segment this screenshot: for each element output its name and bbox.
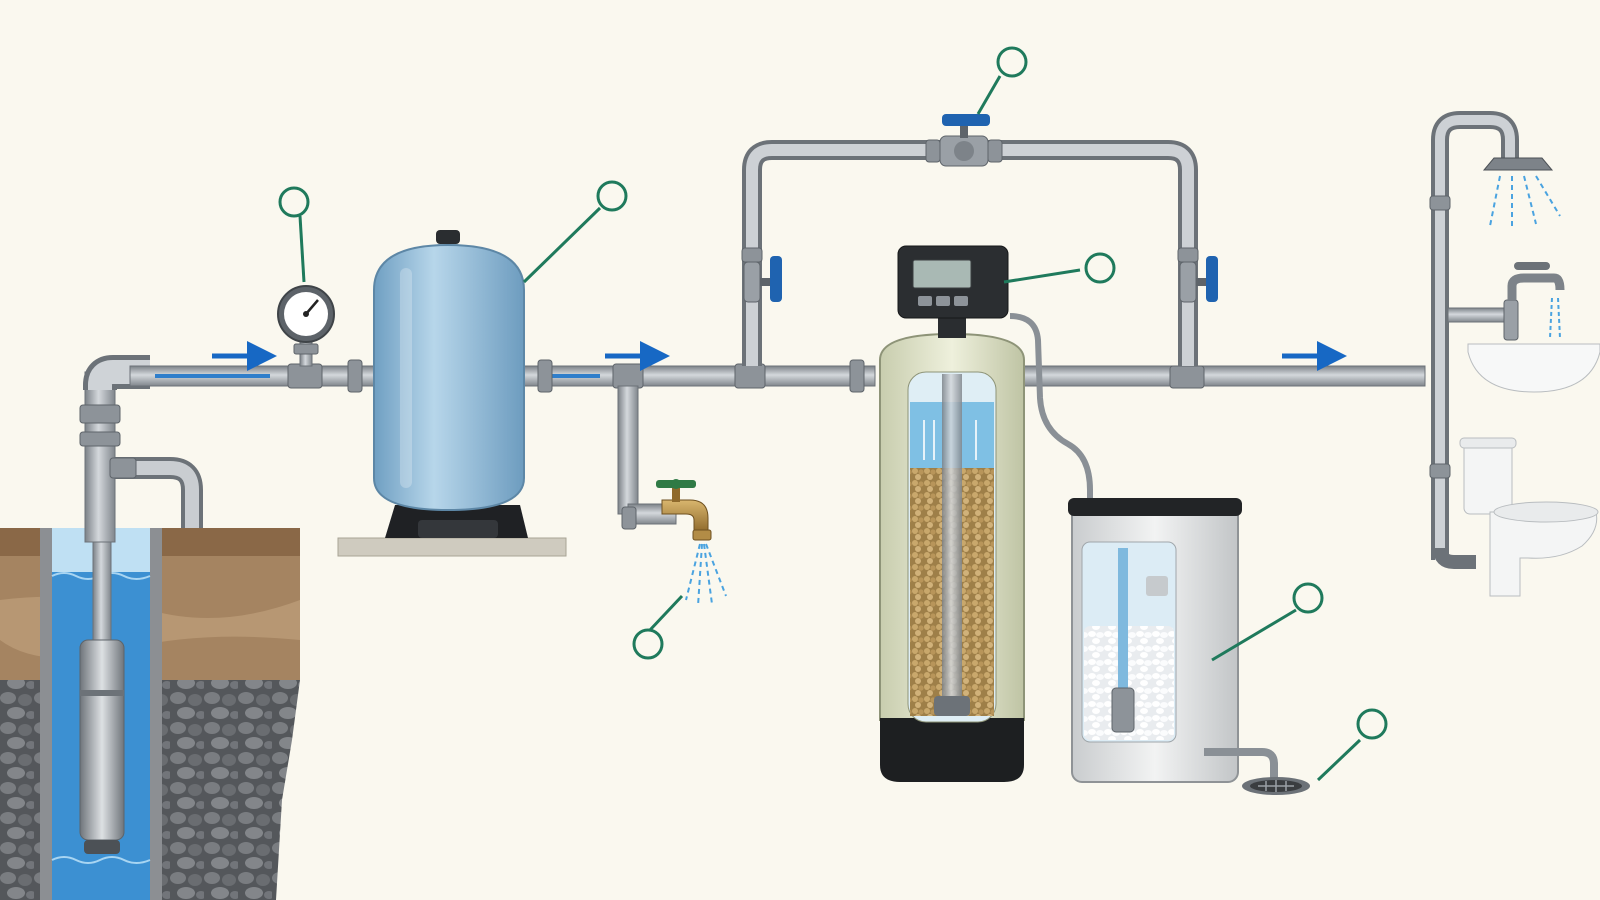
callout-leader-pressure-tank bbox=[522, 206, 602, 284]
callout-marker-brine-tank[interactable] bbox=[1292, 582, 1324, 614]
control-head-icon bbox=[897, 245, 1093, 528]
callout-leader-bypass-valve bbox=[976, 75, 1002, 115]
callout-marker-outdoor-spigot[interactable] bbox=[632, 628, 664, 660]
callout-markers bbox=[278, 46, 1388, 740]
floor-drain-icon bbox=[1242, 777, 1310, 795]
inlet-valve-icon bbox=[743, 256, 782, 303]
callout-leaders bbox=[298, 75, 1362, 782]
shower-sink-toilet-icon bbox=[1429, 111, 1600, 597]
ball-valve-icon bbox=[939, 114, 990, 167]
outlet-valve-icon bbox=[1179, 256, 1218, 303]
callout-marker-floor-drain[interactable] bbox=[1356, 708, 1388, 740]
callout-marker-control-head[interactable] bbox=[1084, 252, 1116, 284]
resin-tank-icon bbox=[879, 332, 1025, 782]
callout-marker-pressure-gauge[interactable] bbox=[278, 186, 310, 218]
callout-leader-outdoor-spigot bbox=[648, 594, 684, 632]
brine-tank-icon bbox=[1068, 498, 1278, 783]
callout-marker-pressure-tank[interactable] bbox=[596, 180, 628, 212]
pressure-tank-icon bbox=[337, 230, 567, 557]
callout-leader-pressure-gauge bbox=[298, 215, 306, 283]
pressure-gauge-icon bbox=[277, 285, 335, 367]
main-supply-pipe bbox=[129, 359, 1426, 393]
callout-leader-floor-drain bbox=[1316, 738, 1362, 782]
callout-marker-bypass-valve[interactable] bbox=[996, 46, 1028, 78]
hose-bib-icon bbox=[617, 385, 727, 607]
callout-leader-brine-tank bbox=[1211, 608, 1297, 662]
callout-leader-control-head bbox=[1003, 268, 1081, 284]
riser-pipe bbox=[79, 355, 203, 543]
